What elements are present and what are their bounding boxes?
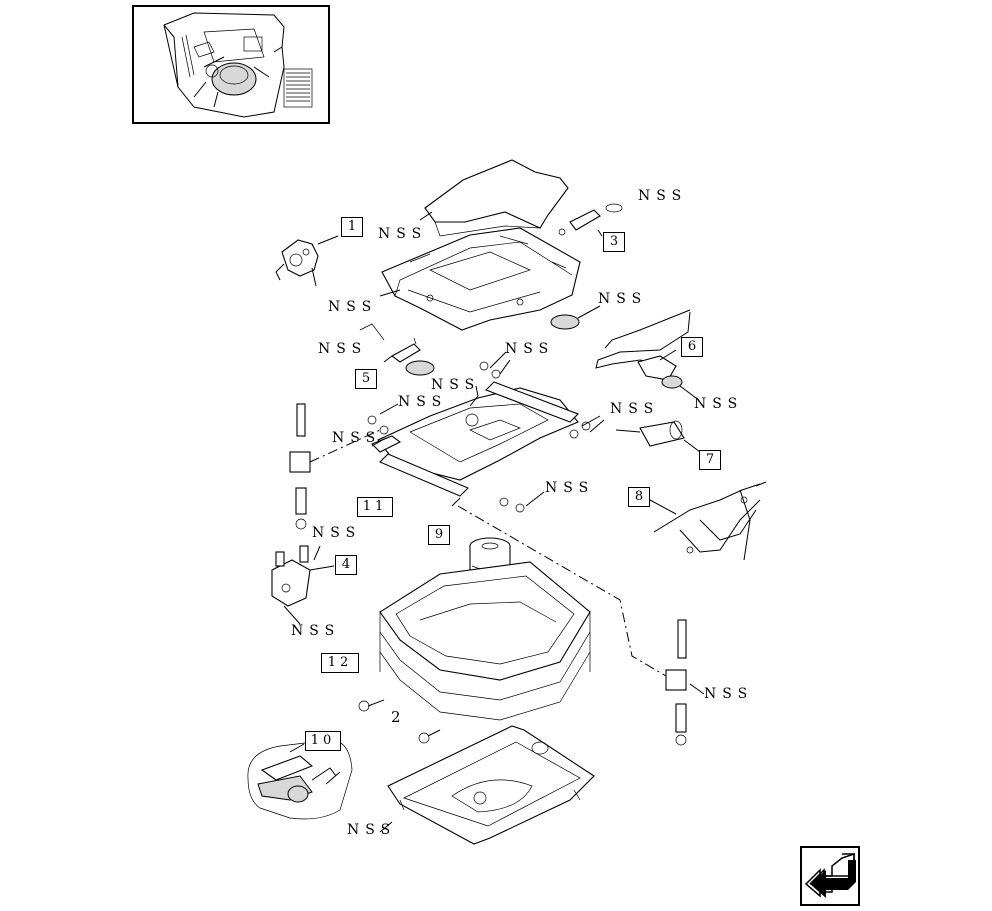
part-8-wire-harness [649,481,767,561]
nss-label: NSS [638,188,688,204]
nss-label: NSS [347,822,397,838]
nss-label: NSS [694,396,744,412]
nss-label: NSS [328,299,378,315]
small-hardware [313,211,705,833]
cab-location-thumbnail [132,5,330,124]
part-4-pivot-bracket [271,545,335,625]
next-page-button[interactable] [800,846,860,906]
callout-4: 4 [335,555,357,575]
callout-1: 1 [341,217,363,237]
callout-7: 7 [699,450,721,470]
nss-label: NSS [545,480,595,496]
nss-label: NSS [291,623,341,639]
part-10-switch [247,739,353,820]
pivot-bolt-lower-right [457,505,687,746]
machine-cab-thumbnail-icon [163,12,313,118]
part-12-bellows-box [379,561,591,721]
nss-label: NSS [610,401,660,417]
callout-3: 3 [603,232,625,252]
next-page-arrow-icon [804,852,856,898]
part-3-damper [558,203,623,237]
part-11-scissor-mechanism [371,381,579,507]
callout-5: 5 [355,369,377,389]
nss-label: NSS [378,226,428,242]
callout-11: 11 [357,497,393,517]
part-5-bracket [359,323,421,363]
pivot-bolt-upper-left [289,403,381,530]
callout-12: 12 [321,653,359,673]
callout-9: 9 [428,525,450,545]
callout-6: 6 [681,337,703,357]
seat-base-plate [387,725,595,845]
callout-8: 8 [628,487,650,507]
part-6-lever-cable [595,309,697,399]
callout-10: 10 [305,731,341,751]
part-1-seat-latch [275,235,339,287]
callout-2: 2 [391,708,401,726]
seat-top-plate [424,159,569,237]
nss-label: NSS [598,291,648,307]
nss-label: NSS [505,341,555,357]
adjustment-knobs [405,305,601,376]
seat-slide-frame [381,227,581,331]
part-7-cylinder [615,420,701,453]
nss-label: NSS [398,394,448,410]
nss-label: NSS [332,430,382,446]
nss-label: NSS [318,341,368,357]
part-2-bolts [358,699,441,744]
nss-label: NSS [431,377,481,393]
nss-label: NSS [312,525,362,541]
nss-label: NSS [704,686,754,702]
